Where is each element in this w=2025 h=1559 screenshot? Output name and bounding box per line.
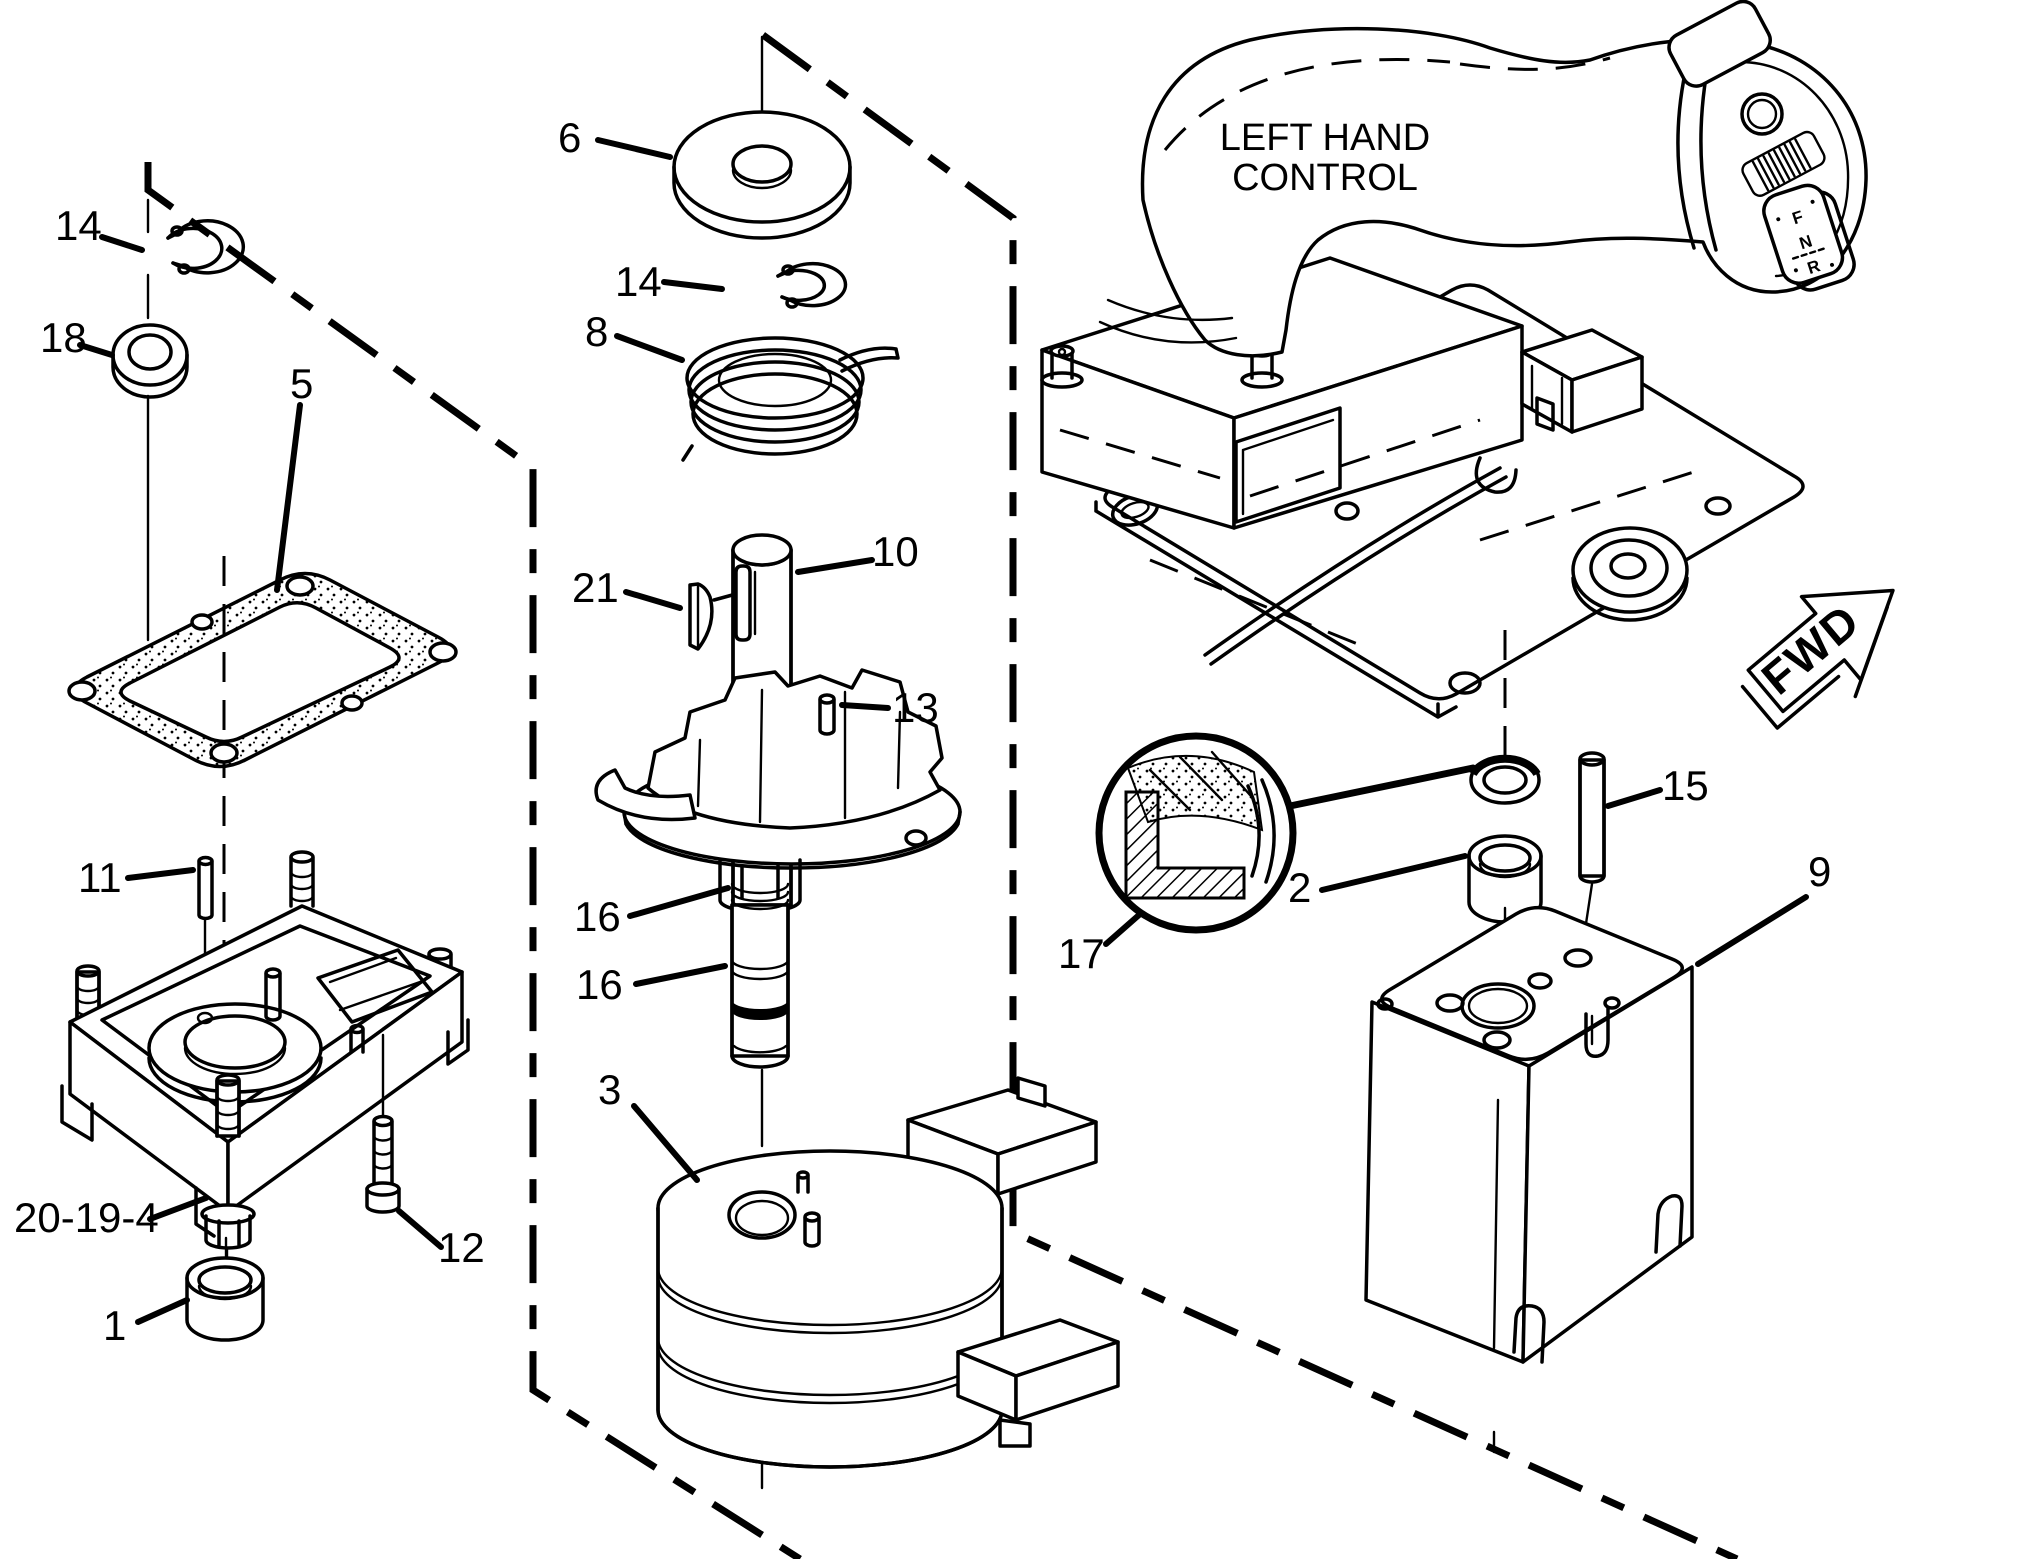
part-seals-16: 16 16: [574, 885, 731, 1008]
callout-14-left: 14: [55, 202, 102, 249]
shaft-seal-band: [732, 1000, 788, 1020]
callout-17: 17: [1058, 930, 1105, 977]
leader-16-upper: [627, 885, 731, 919]
leader-14-mid: [661, 279, 725, 292]
detail-circle-17: 17: [1058, 732, 1477, 977]
base-connector-block: [1520, 328, 1644, 434]
group-housing-stack: 14 18 5: [14, 198, 485, 1349]
callout-13: 13: [892, 684, 939, 731]
fnr-label-n: N: [1797, 231, 1815, 253]
grip-thumbwheel: [1667, 0, 1826, 197]
callout-1: 1: [103, 1302, 126, 1349]
callout-20-19-4: 20-19-4: [14, 1194, 159, 1241]
part-valve-body-9: 9: [1364, 848, 1831, 1454]
leader-15: [1605, 787, 1663, 809]
grip-fnr-switch: F N R: [1762, 183, 1856, 292]
grip-head: F N R: [1667, 0, 1856, 292]
callout-2: 2: [1288, 864, 1311, 911]
leader-9: [1695, 894, 1809, 967]
part-key-21: 21: [572, 564, 751, 651]
handle-contour-dashes: [1163, 56, 1611, 151]
group-control-assembly: LEFT HAND CONTROL F N R: [1040, 0, 1895, 1454]
callout-10: 10: [872, 528, 919, 575]
section-boundary-lines: [144, 32, 1739, 1559]
part-pin-15: 15: [1578, 751, 1709, 884]
part-washer-6: 6: [558, 35, 852, 240]
part-washer-18: 18: [40, 314, 189, 399]
callout-11: 11: [78, 854, 122, 901]
leader-2: [1319, 853, 1468, 893]
part-gasket-5: 5: [67, 360, 458, 769]
leader-8: [614, 333, 685, 363]
leader-13: [839, 702, 891, 711]
part-retaining-ring-middle: 14: [615, 258, 848, 309]
leader-1: [135, 1297, 190, 1325]
wire-hook: [1474, 456, 1518, 494]
joystick-handle: LEFT HAND CONTROL: [1098, 26, 1868, 358]
assembly-title-line1: LEFT HAND: [1220, 117, 1430, 159]
seal-ring: [1469, 754, 1541, 805]
part-retaining-ring-left: 14: [55, 202, 246, 275]
plate-hidden-lines: [1149, 468, 1701, 647]
base-screw-left: [1040, 344, 1084, 389]
callout-6: 6: [558, 114, 581, 161]
detail-pointer: [1286, 764, 1477, 810]
callout-12: 12: [438, 1224, 485, 1271]
callout-21: 21: [572, 564, 619, 611]
leader-20-19-4: [147, 1195, 209, 1222]
group-shaft-solenoid: 6 14 8: [558, 35, 1120, 1490]
part-bolt-12: 12: [365, 1033, 485, 1271]
part-coil-3: 3: [598, 1066, 1120, 1469]
fnr-label-r: R: [1805, 256, 1823, 278]
part-bushing-1: 1: [103, 1236, 265, 1349]
part-pin-13: 13: [818, 684, 939, 736]
callout-3: 3: [598, 1066, 621, 1113]
grip-button: [1740, 92, 1784, 136]
callout-16-lower: 16: [576, 961, 623, 1008]
callout-15: 15: [1662, 762, 1709, 809]
leader-16-lower: [633, 963, 728, 987]
callout-14-mid: 14: [615, 258, 662, 305]
leader-11: [125, 867, 196, 881]
leader-10: [795, 557, 875, 575]
leader-6: [595, 137, 673, 160]
leader-18: [77, 342, 115, 358]
callout-16-upper: 16: [574, 893, 621, 940]
leader-21: [623, 589, 683, 611]
leader-5: [274, 402, 303, 593]
callout-9: 9: [1808, 848, 1831, 895]
base-hidden-lines: [1059, 418, 1481, 498]
leader-12: [396, 1208, 444, 1250]
leader-3: [631, 1103, 700, 1183]
part-nut-20-19-4: 20-19-4: [14, 1194, 256, 1262]
callout-18: 18: [40, 314, 87, 361]
housing-body: [60, 850, 470, 1238]
part-shaft-10: 10: [594, 528, 962, 1069]
leader-14-left: [99, 234, 145, 253]
assembly-title-line2: CONTROL: [1232, 157, 1418, 199]
fwd-arrow: FWD: [1740, 588, 1895, 730]
callout-8: 8: [585, 308, 608, 355]
part-spring-8: 8: [585, 308, 900, 462]
callout-5: 5: [290, 360, 313, 407]
part-bushing-2: 2: [1288, 834, 1543, 924]
leader-17: [1103, 912, 1142, 947]
